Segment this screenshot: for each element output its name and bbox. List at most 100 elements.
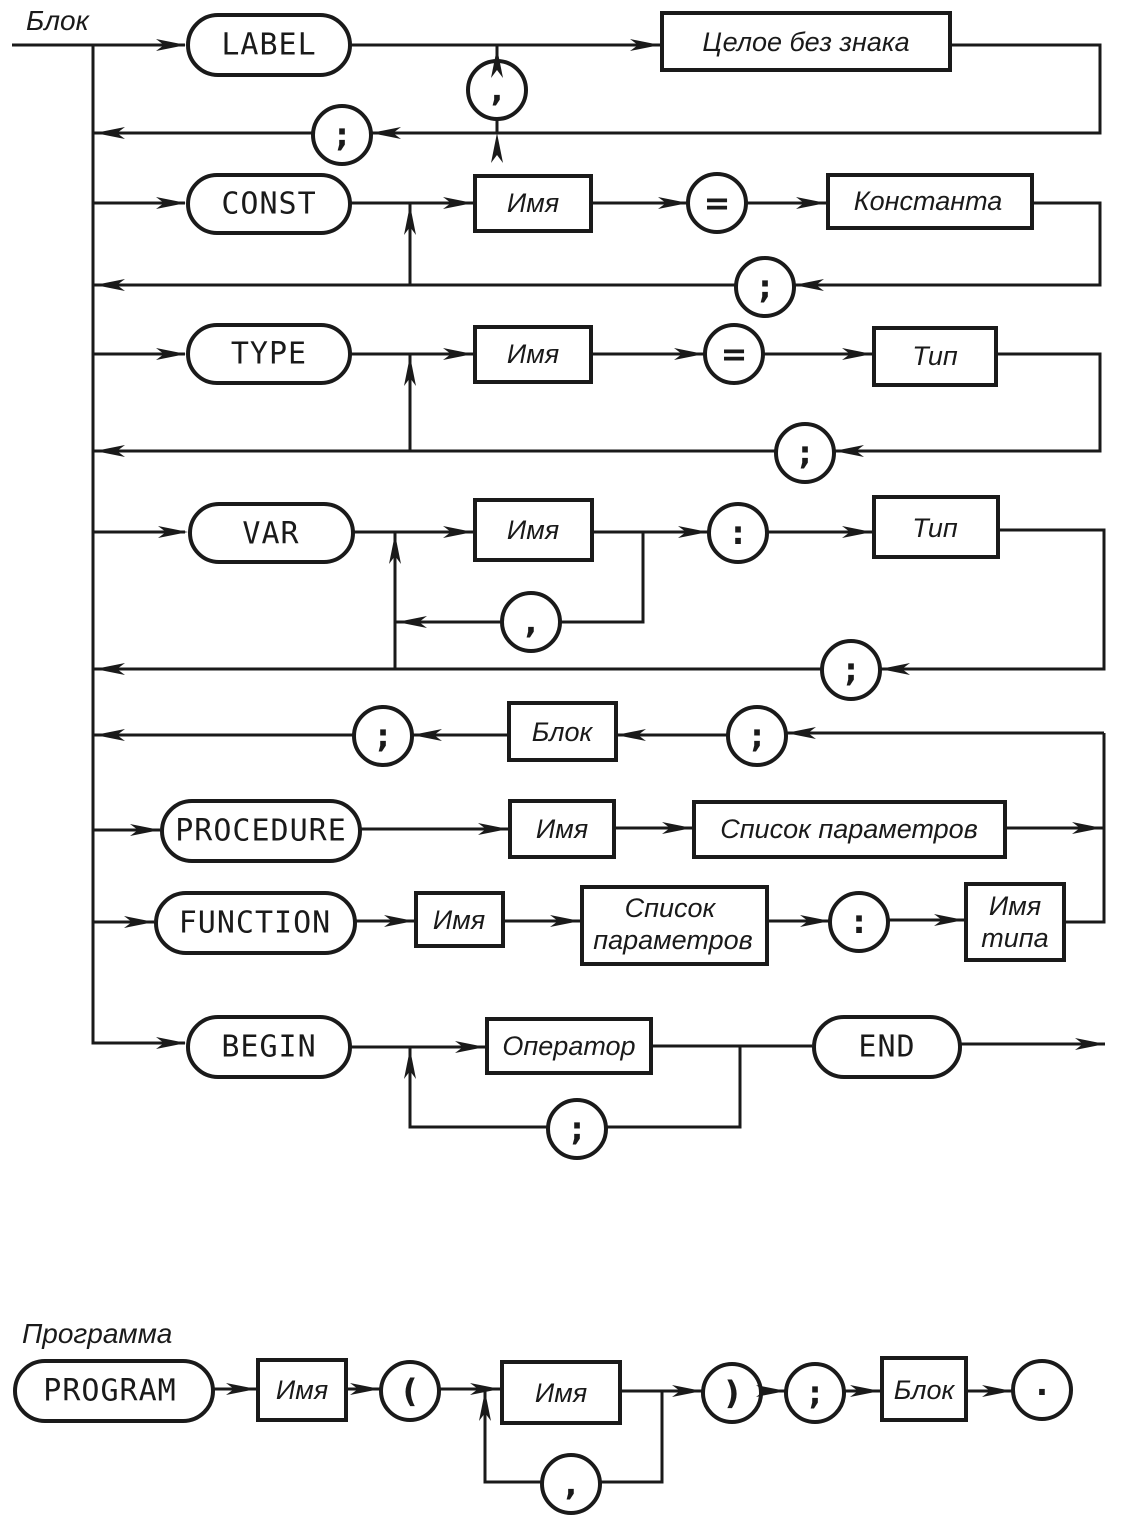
arrowhead-icon <box>880 663 910 675</box>
close-paren: ) <box>725 1374 740 1412</box>
period-node <box>1011 1359 1073 1421</box>
body-section: BEGIN Оператор ; END <box>186 1015 1105 1160</box>
type-keyword-terminal <box>186 323 352 385</box>
statement-box <box>485 1017 653 1075</box>
arrowhead-icon <box>156 39 186 51</box>
program-block-label: Блок <box>894 1375 956 1405</box>
function-name-box <box>414 891 505 948</box>
arrowhead-icon <box>156 348 186 360</box>
var-type-box <box>872 495 1000 559</box>
open-paren-node <box>379 1360 441 1422</box>
program-param-name-label: Имя <box>535 1378 587 1408</box>
statement-semicolon: ; <box>571 1110 584 1148</box>
arrowhead-icon <box>404 205 416 235</box>
begin-keyword-terminal <box>186 1015 352 1079</box>
arrowhead-icon <box>662 822 692 834</box>
subprogram-semicolon-left-node <box>352 705 414 767</box>
type-equals-node <box>703 323 765 385</box>
block-main-spine <box>12 43 185 1045</box>
arrowhead-icon <box>158 526 188 538</box>
arrowhead-icon <box>934 914 964 926</box>
arrowhead-icon <box>95 127 125 139</box>
type-section: TYPE Имя = Тип ; <box>93 323 1102 484</box>
arrowhead-icon <box>674 348 704 360</box>
label-semicolon: ; <box>336 116 349 154</box>
block-diagram-title: Блок <box>26 5 91 36</box>
arrowhead-icon <box>850 1385 880 1397</box>
program-block-box <box>880 1356 968 1422</box>
arrowhead-icon <box>842 348 872 360</box>
arrowhead-icon <box>226 1383 256 1395</box>
arrowhead-icon <box>550 915 580 927</box>
procedure-name-box <box>508 799 616 859</box>
arrowhead-icon <box>443 197 473 209</box>
function-colon-node <box>828 891 890 953</box>
arrowhead-icon <box>672 1385 702 1397</box>
var-semicolon: ; <box>845 651 858 689</box>
end-keyword: END <box>858 1030 915 1065</box>
arrowhead-icon <box>470 1383 500 1395</box>
procedure-name-label: Имя <box>536 814 588 844</box>
var-semicolon-node <box>820 639 882 701</box>
arrowhead-icon <box>130 824 160 836</box>
label-keyword-terminal <box>186 13 352 77</box>
arrowhead-icon <box>350 1383 380 1395</box>
subprogram-body-section: ; Блок ; <box>93 701 1106 924</box>
close-paren-node <box>701 1362 763 1424</box>
var-colon: : <box>732 514 745 552</box>
program-param-name-box <box>500 1360 622 1425</box>
constant-box <box>826 173 1034 230</box>
label-comma: , <box>491 71 503 109</box>
function-return-type-line1: Имя <box>989 891 1041 921</box>
program-comma: , <box>565 1465 577 1503</box>
program-name-box <box>256 1358 348 1422</box>
arrowhead-icon <box>404 1049 416 1079</box>
program-semicolon-node <box>784 1362 846 1424</box>
function-keyword-terminal <box>154 891 357 955</box>
arrowhead-icon <box>786 727 816 739</box>
arrowhead-icon <box>491 133 503 163</box>
program-keyword-terminal <box>13 1359 215 1423</box>
procedure-params-label: Список параметров <box>720 814 978 844</box>
arrowhead-icon <box>630 39 660 51</box>
type-value-label: Тип <box>912 341 958 371</box>
arrowhead-icon <box>156 1037 186 1049</box>
arrowhead-icon <box>156 197 186 209</box>
program-diagram-title: Программа <box>22 1318 172 1349</box>
function-params-label-line1: Список <box>625 893 717 923</box>
function-params-box <box>580 885 769 966</box>
label-semicolon-node <box>311 104 373 166</box>
var-keyword: VAR <box>242 517 299 552</box>
arrowhead-icon <box>1075 1038 1105 1050</box>
begin-keyword: BEGIN <box>221 1030 316 1065</box>
subprogram-semicolon-left: ; <box>377 717 390 755</box>
arrowhead-icon <box>842 526 872 538</box>
arrowhead-icon <box>404 356 416 386</box>
program-section: PROGRAM Имя ( Имя , ) ; Блок . <box>13 1356 1073 1515</box>
type-name-box <box>473 325 593 384</box>
arrowhead-icon <box>678 526 708 538</box>
program-keyword: PROGRAM <box>43 1374 176 1409</box>
const-equals: = <box>704 184 731 222</box>
subprogram-block-box <box>507 701 618 762</box>
var-name-label: Имя <box>507 515 559 545</box>
procedure-keyword-terminal <box>160 799 362 863</box>
var-name-box <box>473 498 594 562</box>
statement-semicolon-node <box>546 1098 608 1160</box>
subprogram-semicolon-right-node <box>726 705 788 767</box>
arrowhead-icon <box>443 348 473 360</box>
arrowhead-icon <box>800 915 830 927</box>
subprogram-block-label: Блок <box>532 717 594 747</box>
const-name-label: Имя <box>507 188 559 218</box>
period: . <box>1036 1365 1048 1403</box>
type-keyword: TYPE <box>231 337 307 372</box>
constant-label: Константа <box>854 186 1003 216</box>
const-keyword: CONST <box>221 187 316 222</box>
arrowhead-icon <box>478 823 508 835</box>
procedure-section: PROCEDURE Имя Список параметров <box>93 799 1007 863</box>
arrowhead-icon <box>794 279 824 291</box>
arrowhead-icon <box>443 526 473 538</box>
arrowhead-icon <box>756 1385 786 1397</box>
function-name-label: Имя <box>433 905 485 935</box>
